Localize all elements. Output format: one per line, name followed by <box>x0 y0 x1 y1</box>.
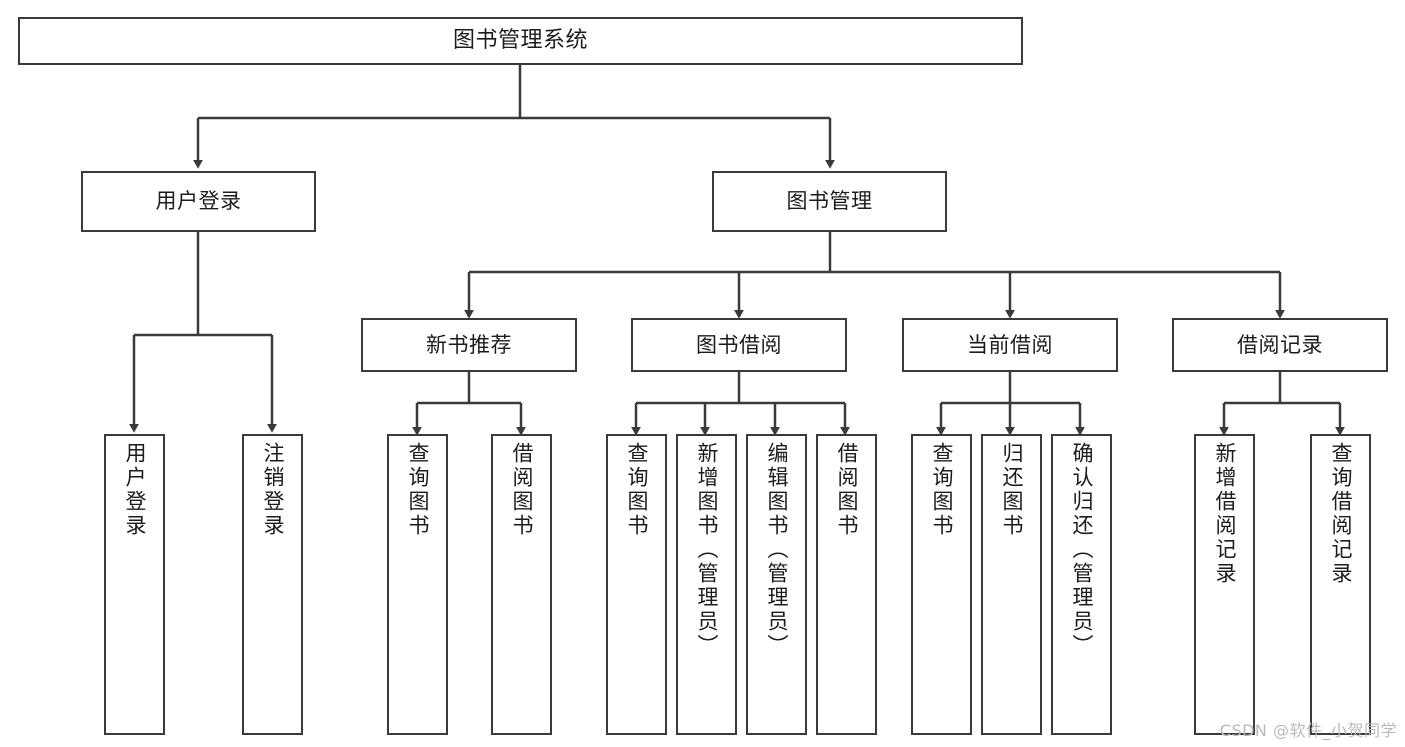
node-label: 借阅图书 <box>835 442 859 538</box>
node-label: 查询图书 <box>625 442 649 538</box>
node-label: 查询借阅记录 <box>1329 442 1353 586</box>
node-book-management[interactable]: 图书管理 <box>712 171 947 232</box>
node-label: 归还图书 <box>1000 442 1024 538</box>
leaf-bb-borrow-book[interactable]: 借阅图书 <box>816 434 877 735</box>
csdn-watermark: CSDN @软件_小贺同学 <box>1219 721 1397 740</box>
node-label: 图书借阅 <box>696 332 782 357</box>
leaf-bb-edit-book-admin[interactable]: 编辑图书（管理员） <box>746 434 807 735</box>
node-label: 新增图书（管理员） <box>695 442 719 658</box>
leaf-logout[interactable]: 注销登录 <box>242 434 303 735</box>
leaf-nb-borrow-book[interactable]: 借阅图书 <box>491 434 552 735</box>
node-label: 用户登录 <box>123 442 147 538</box>
node-label: 图书管理系统 <box>452 28 588 54</box>
leaf-br-add-record[interactable]: 新增借阅记录 <box>1194 434 1255 735</box>
node-label: 新增借阅记录 <box>1213 442 1237 586</box>
node-label: 用户登录 <box>155 189 242 214</box>
node-borrow-record[interactable]: 借阅记录 <box>1172 318 1388 372</box>
node-label: 新书推荐 <box>426 332 512 357</box>
node-label: 查询图书 <box>930 442 954 538</box>
leaf-cb-confirm-return-admin[interactable]: 确认归还（管理员） <box>1051 434 1112 735</box>
leaf-br-query-record[interactable]: 查询借阅记录 <box>1310 434 1371 735</box>
node-label: 注销登录 <box>261 442 285 538</box>
leaf-nb-query-book[interactable]: 查询图书 <box>387 434 448 735</box>
leaf-bb-query-book[interactable]: 查询图书 <box>606 434 667 735</box>
node-root-system[interactable]: 图书管理系统 <box>18 17 1023 65</box>
leaf-user-login[interactable]: 用户登录 <box>104 434 165 735</box>
node-book-borrow[interactable]: 图书借阅 <box>631 318 847 372</box>
node-label: 当前借阅 <box>967 332 1053 357</box>
leaf-cb-return-book[interactable]: 归还图书 <box>981 434 1042 735</box>
node-user-login[interactable]: 用户登录 <box>81 171 316 232</box>
node-label: 图书管理 <box>786 189 873 214</box>
node-label: 编辑图书（管理员） <box>765 442 789 658</box>
node-new-book-recommend[interactable]: 新书推荐 <box>361 318 577 372</box>
node-label: 确认归还（管理员） <box>1070 442 1094 658</box>
node-current-borrow[interactable]: 当前借阅 <box>902 318 1118 372</box>
leaf-cb-query-book[interactable]: 查询图书 <box>911 434 972 735</box>
leaf-bb-add-book-admin[interactable]: 新增图书（管理员） <box>676 434 737 735</box>
node-label: 借阅记录 <box>1237 332 1323 357</box>
node-label: 查询图书 <box>406 442 430 538</box>
node-label: 借阅图书 <box>510 442 534 538</box>
